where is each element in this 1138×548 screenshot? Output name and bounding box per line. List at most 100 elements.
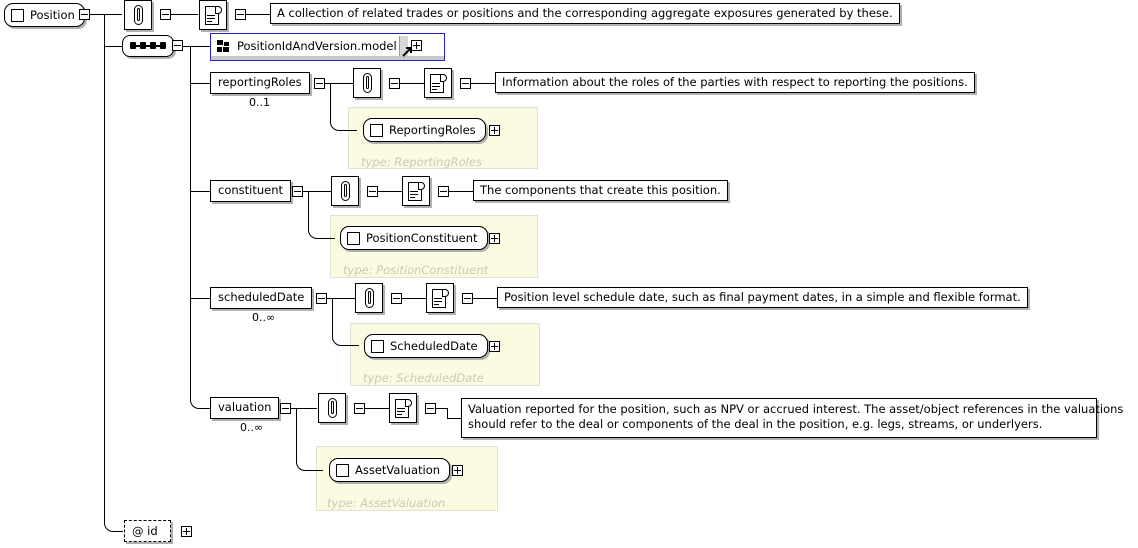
collapse-toggle-annotation-constituent[interactable] <box>367 186 378 197</box>
expand-toggle-attribute-id[interactable] <box>181 526 192 537</box>
element-label: reportingRoles <box>218 75 302 90</box>
connector-elbow <box>190 393 211 409</box>
root-element-position[interactable]: Position <box>4 3 85 27</box>
type-name-label-valuation: type: AssetValuation <box>327 496 446 510</box>
connector <box>171 14 198 15</box>
annotation-icon-box-scheduledDate[interactable] <box>355 283 383 313</box>
type-element-label: ReportingRoles <box>389 123 476 137</box>
collapse-toggle-valuation[interactable] <box>280 403 291 414</box>
element-reportingRoles[interactable]: reportingRoles <box>210 72 310 94</box>
connector <box>447 418 462 419</box>
collapse-toggle-root[interactable] <box>79 9 90 20</box>
connector <box>365 408 389 409</box>
documentation-text-line2: should refer to the deal or components o… <box>468 417 1043 431</box>
expand-toggle-ReportingRoles[interactable] <box>489 125 500 136</box>
collapse-toggle-annotation-scheduledDate[interactable] <box>391 293 402 304</box>
type-element-PositionConstituent[interactable]: PositionConstituent <box>340 226 488 250</box>
connector <box>327 298 355 299</box>
root-documentation-text: A collection of related trades or positi… <box>277 6 893 20</box>
element-label: constituent <box>218 183 284 198</box>
collapse-toggle-documentation-valuation[interactable] <box>425 403 436 414</box>
connector <box>190 191 210 192</box>
annotation-icon-box-reportingRoles[interactable] <box>353 68 381 98</box>
connector <box>400 83 424 84</box>
expand-toggle-AssetValuation[interactable] <box>452 465 463 476</box>
connector <box>449 191 473 192</box>
annotation-icon-box-valuation[interactable] <box>318 393 346 423</box>
sequence-compositor[interactable] <box>122 35 174 57</box>
model-group-reference[interactable]: PositionIdAndVersion.model <box>210 33 445 59</box>
documentation-icon-box-reportingRoles[interactable] <box>424 68 452 98</box>
annotation-icon-box-root[interactable] <box>124 0 152 30</box>
collapse-toggle-annotation-valuation[interactable] <box>354 403 365 414</box>
scroll-icon <box>407 181 425 201</box>
goto-arrow-icon[interactable] <box>401 45 414 58</box>
collapse-toggle-constituent[interactable] <box>292 186 303 197</box>
connector-elbow <box>296 446 323 471</box>
connector <box>378 191 402 192</box>
collapse-toggle-root-documentation[interactable] <box>235 9 246 20</box>
scroll-icon <box>394 398 412 418</box>
scroll-icon <box>429 73 447 93</box>
documentation-icon-box-valuation[interactable] <box>389 393 417 423</box>
connector <box>296 408 297 463</box>
collapse-toggle-root-annotation[interactable] <box>160 9 171 20</box>
connector-elbow <box>332 328 359 346</box>
expand-toggle-model-group[interactable] <box>411 40 422 51</box>
type-element-AssetValuation[interactable]: AssetValuation <box>329 458 451 482</box>
documentation-box-valuation: Valuation reported for the position, suc… <box>461 398 1124 438</box>
connector <box>447 408 448 418</box>
model-scrollbar-track[interactable] <box>210 56 445 61</box>
documentation-text-line1: Valuation reported for the position, suc… <box>468 402 1124 416</box>
documentation-icon-box-root[interactable] <box>199 0 227 30</box>
paperclip-icon <box>362 73 372 93</box>
cardinality-reportingRoles: 0..1 <box>249 96 270 109</box>
connector <box>190 46 191 401</box>
attribute-label: @ id <box>132 524 158 538</box>
documentation-text: The components that create this position… <box>480 183 721 197</box>
connector <box>471 83 495 84</box>
collapse-toggle-documentation-reportingRoles[interactable] <box>460 78 471 89</box>
expand-toggle-PositionConstituent[interactable] <box>489 233 500 244</box>
model-group-icon <box>217 40 230 52</box>
connector <box>303 191 331 192</box>
cardinality-scheduledDate: 0..∞ <box>252 311 276 324</box>
collapse-toggle-reportingRoles[interactable] <box>314 78 325 89</box>
element-square-icon <box>11 8 24 22</box>
collapse-toggle-documentation-scheduledDate[interactable] <box>462 293 473 304</box>
element-label: scheduledDate <box>218 290 305 305</box>
connector <box>104 46 122 47</box>
connector-elbow <box>330 113 357 131</box>
model-group-label: PositionIdAndVersion.model <box>237 39 397 53</box>
documentation-text: Position level schedule date, such as fi… <box>504 290 1021 304</box>
documentation-icon-box-scheduledDate[interactable] <box>426 283 454 313</box>
connector-elbow <box>104 509 123 532</box>
collapse-toggle-sequence[interactable] <box>172 40 183 51</box>
paperclip-icon <box>133 5 143 25</box>
type-name-label-scheduledDate: type: ScheduledDate <box>363 371 484 385</box>
element-valuation[interactable]: valuation <box>210 397 280 419</box>
element-constituent[interactable]: constituent <box>210 180 292 202</box>
connector <box>190 298 210 299</box>
connector <box>436 408 448 409</box>
type-element-label: PositionConstituent <box>366 231 478 245</box>
sequence-dots-icon <box>130 42 166 50</box>
connector <box>104 14 122 15</box>
expand-toggle-ScheduledDate[interactable] <box>489 341 500 352</box>
collapse-toggle-annotation-reportingRoles[interactable] <box>389 78 400 89</box>
annotation-icon-box-constituent[interactable] <box>331 176 359 206</box>
type-element-ReportingRoles[interactable]: ReportingRoles <box>363 118 486 142</box>
element-scheduledDate[interactable]: scheduledDate <box>210 287 313 309</box>
attribute-id[interactable]: @ id <box>124 520 171 542</box>
collapse-toggle-documentation-constituent[interactable] <box>438 186 449 197</box>
documentation-box-reportingRoles: Information about the roles of the parti… <box>495 72 975 93</box>
connector <box>330 83 331 123</box>
documentation-icon-box-constituent[interactable] <box>402 176 430 206</box>
type-element-ScheduledDate[interactable]: ScheduledDate <box>364 334 488 358</box>
scroll-icon <box>204 5 222 25</box>
connector <box>183 46 210 47</box>
model-scrollbar[interactable] <box>398 36 408 56</box>
connector <box>291 408 317 409</box>
collapse-toggle-scheduledDate[interactable] <box>316 293 327 304</box>
